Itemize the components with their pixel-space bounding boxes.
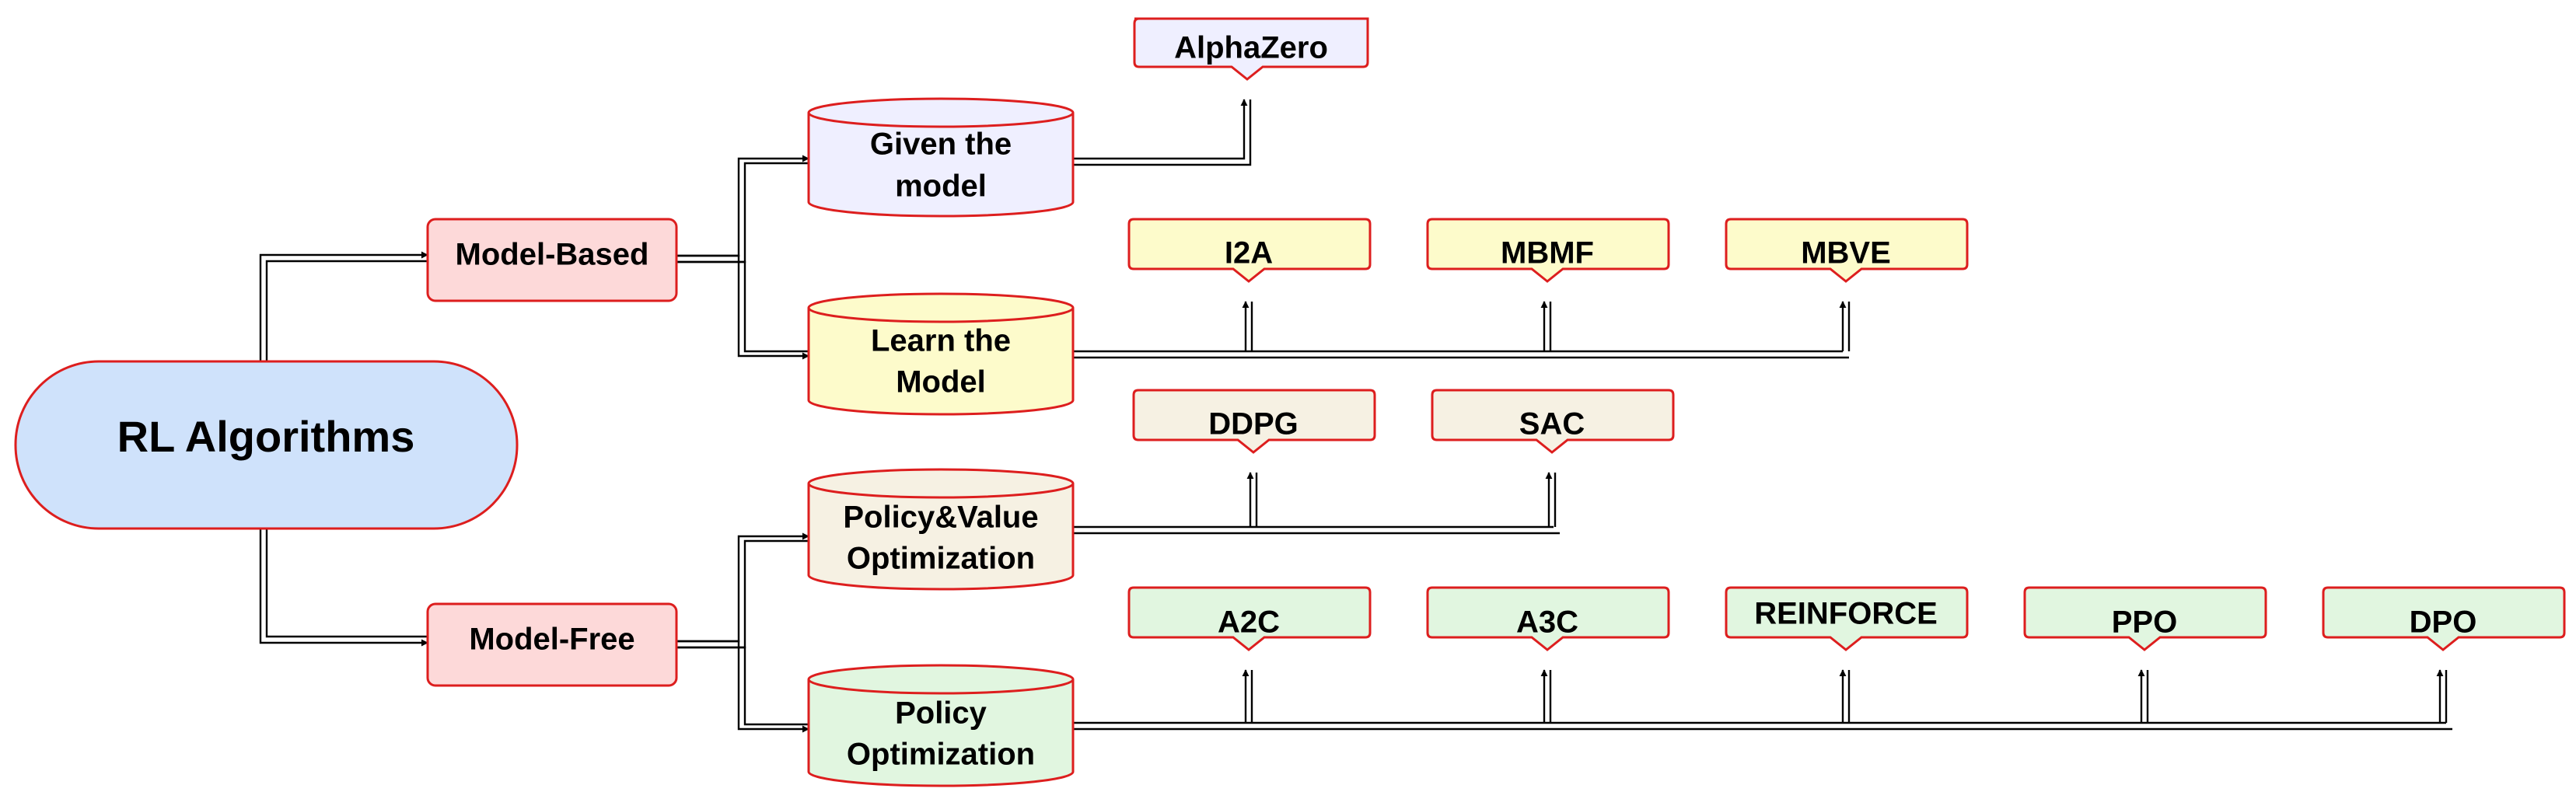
algo-ppo-label: PPO [2112, 605, 2177, 640]
algo-sac-label: SAC [1519, 407, 1585, 441]
algo-a3c-shape [1426, 586, 1670, 651]
edge-learn-model-to-algorithms [1073, 301, 1851, 359]
sub-policy-opt-shape [807, 664, 1075, 787]
category-model-free-shape [426, 602, 678, 687]
sub-given-model-rim [807, 112, 1075, 128]
algo-mbmf-label: MBMF [1501, 236, 1594, 270]
algo-ddpg: DDPG [1132, 389, 1376, 454]
edge-policy-opt-to-algorithms [1073, 669, 2452, 731]
algo-dpo-label: DPO [2410, 605, 2477, 640]
algo-a3c: A3C [1426, 586, 1670, 651]
algo-ddpg-shape [1132, 389, 1376, 454]
category-model-free: Model-Free [426, 602, 678, 687]
algo-ddpg-label: DDPG [1208, 407, 1298, 441]
algo-alphazero-shape [1133, 17, 1369, 81]
algo-dpo: DPO [2322, 586, 2566, 651]
algo-ppo-shape [2023, 586, 2267, 651]
sub-policy-value-shape [807, 468, 1075, 591]
algo-i2a: I2A [1127, 218, 1372, 283]
algo-a2c-label: A2C [1218, 605, 1280, 640]
algo-mbmf: MBMF [1426, 218, 1670, 283]
algo-mbmf-shape [1426, 218, 1670, 283]
sub-given-model-shape [807, 97, 1075, 218]
sub-policy-value: Policy&Value Optimization [807, 468, 1075, 591]
algo-sac-shape [1431, 389, 1675, 454]
algo-reinforce-shape [1725, 586, 1969, 651]
root-node: RL Algorithms [14, 360, 519, 530]
sub-given-model-line2: model [895, 169, 987, 204]
sub-policy-opt-line1: Policy [895, 696, 987, 731]
algo-reinforce: REINFORCE [1725, 586, 1969, 651]
root-node-shape [14, 360, 519, 530]
algo-dpo-shape [2322, 586, 2566, 651]
edge-root-to-model-based [259, 251, 428, 361]
category-model-based-label: Model-Based [456, 238, 649, 272]
algo-sac: SAC [1431, 389, 1675, 454]
sub-policy-value-line2: Optimization [847, 542, 1035, 576]
sub-given-model-line1: Given the [870, 127, 1012, 162]
edge-model-based-to-learn-model [676, 254, 809, 360]
algo-a2c: A2C [1127, 586, 1372, 651]
category-model-based-shape [426, 218, 678, 302]
sub-learn-model-rim [807, 307, 1075, 323]
algo-i2a-label: I2A [1225, 236, 1273, 270]
algo-ppo: PPO [2023, 586, 2267, 651]
algo-i2a-shape [1127, 218, 1372, 283]
algo-mbve: MBVE [1725, 218, 1969, 283]
sub-policy-value-rim [807, 483, 1075, 499]
sub-policy-opt-line2: Optimization [847, 738, 1035, 772]
algo-alphazero: AlphaZero [1133, 17, 1369, 81]
algo-reinforce-label: REINFORCE [1754, 597, 1938, 631]
algo-mbve-label: MBVE [1801, 236, 1891, 270]
sub-policy-value-line1: Policy&Value [843, 501, 1038, 535]
sub-learn-model: Learn the Model [807, 292, 1075, 416]
edge-model-based-to-given-model [676, 155, 809, 263]
edge-root-to-model-free [259, 529, 428, 647]
edge-model-free-to-policy-value [676, 532, 809, 649]
sub-learn-model-line2: Model [896, 365, 986, 400]
category-model-based: Model-Based [426, 218, 678, 302]
algo-alphazero-label: AlphaZero [1174, 31, 1328, 65]
sub-learn-model-shape [807, 292, 1075, 416]
edge-model-free-to-policy-opt [676, 640, 809, 733]
category-model-free-label: Model-Free [469, 623, 634, 657]
edge-given-model-to-alphazero [1073, 99, 1252, 166]
sub-given-model: Given the model [807, 97, 1075, 218]
sub-policy-opt: Policy Optimization [807, 664, 1075, 787]
algo-mbve-shape [1725, 218, 1969, 283]
algo-a3c-label: A3C [1516, 605, 1578, 640]
edges [259, 99, 2452, 733]
root-label: RL Algorithms [117, 412, 415, 461]
sub-policy-opt-rim [807, 679, 1075, 695]
edge-policy-value-to-algorithms [1073, 472, 1560, 535]
sub-learn-model-line1: Learn the [871, 324, 1011, 358]
algo-a2c-shape [1127, 586, 1372, 651]
